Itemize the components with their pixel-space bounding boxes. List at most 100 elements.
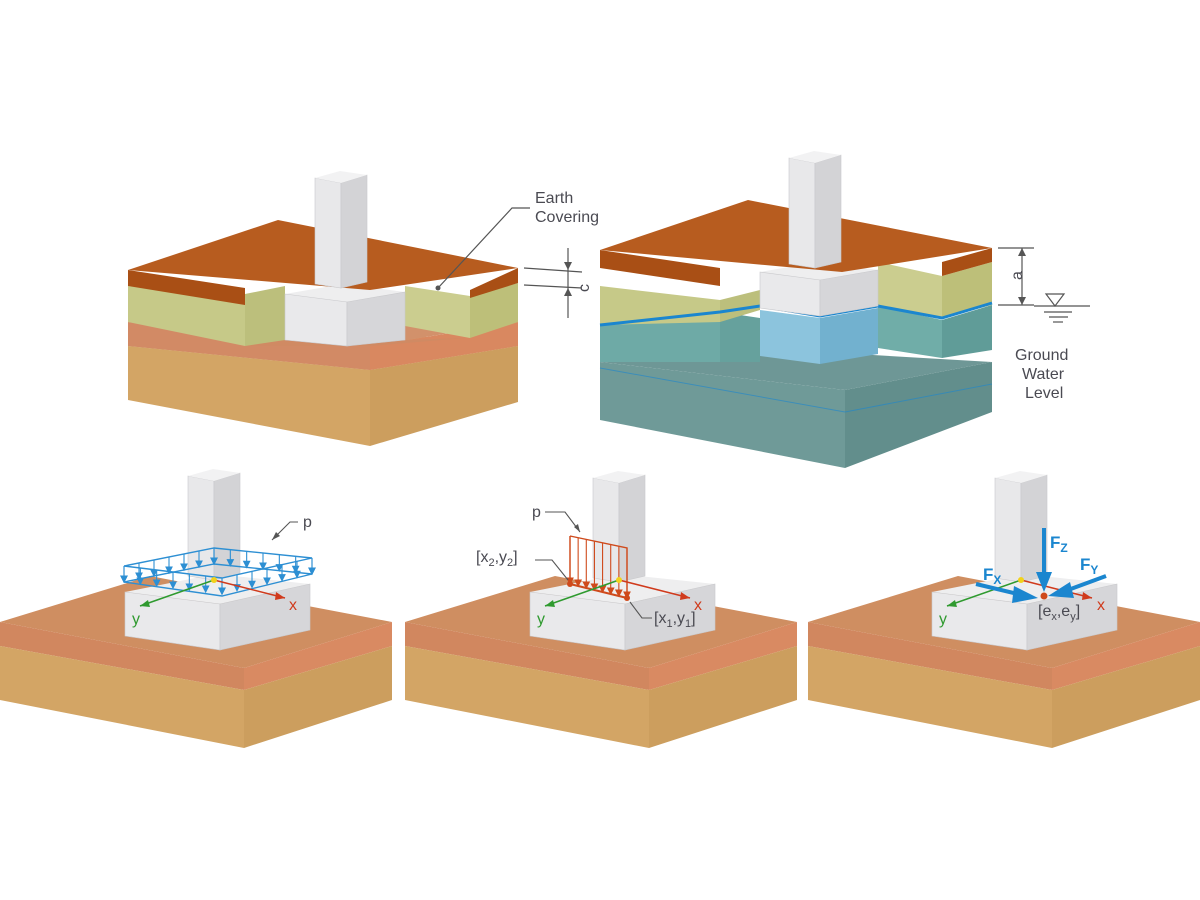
soil-yellow-right: [942, 262, 992, 318]
uniform-load-arrow-head: [263, 577, 271, 586]
column-side: [340, 174, 368, 289]
x-axis-arrow-3: [1082, 592, 1092, 600]
uniform-load-arrow-head: [210, 557, 218, 566]
eccentricity-point: [1040, 592, 1048, 600]
soil-yellow-cut: [720, 290, 760, 322]
water-mid-back: [720, 312, 760, 362]
uniform-load-arrow-head: [259, 562, 267, 571]
y-label-p1: y: [132, 611, 140, 628]
panel-linear-load: x y p [x2,y2] [x1,y1]: [405, 471, 797, 748]
fz-label: FZ: [1050, 533, 1068, 555]
x-axis-2: [618, 579, 691, 599]
dim-c-label: c: [576, 284, 593, 292]
footing-side-dry: [819, 269, 879, 317]
water-mid-front-right: [942, 305, 992, 358]
uniform-load-arrow-head: [180, 563, 188, 572]
gwl-label: Ground Water Level: [1015, 347, 1068, 402]
column-top-p2: [593, 471, 645, 483]
water-mid-front-left: [600, 312, 720, 362]
slab-orange-left-3: [808, 622, 1052, 690]
soil-tan-front-left: [128, 346, 370, 446]
slab-orange-right-2: [649, 622, 797, 690]
slab-orange-left-2: [405, 622, 649, 690]
footing-front: [284, 293, 348, 347]
eccentricity-label: [ex,ey]: [1038, 603, 1080, 623]
fx-label: FX: [983, 565, 1001, 587]
column-front-p2: [592, 477, 620, 583]
p-leader-p2: [545, 511, 581, 533]
uniform-load-arrow-head: [278, 574, 286, 582]
earth-cover-front-left: [128, 270, 245, 305]
dimension-c: c: [523, 248, 593, 318]
pt2-label: [x2,y2]: [476, 549, 518, 569]
leader-line: [437, 207, 530, 289]
linear-load-arrow-head: [590, 583, 599, 592]
soil-yellow-cut-side: [245, 286, 285, 346]
slab-tan-left-3: [808, 646, 1052, 748]
uniform-load-arrow-head: [242, 560, 251, 569]
footing-front-dry: [759, 271, 821, 317]
slab-tan-left-2: [405, 646, 649, 748]
earth-cover-right-2: [942, 248, 992, 276]
slab-tan-right-2: [649, 646, 797, 748]
slab-tan-left: [0, 646, 244, 748]
panel-forces: x y FZ FX FY [ex,ey]: [808, 471, 1200, 748]
soil-yellow-back-right: [878, 262, 942, 318]
column-top: [315, 171, 367, 183]
force-fy: [1067, 574, 1107, 592]
gwl-label-3: Level: [1025, 385, 1063, 402]
column-side-2: [814, 154, 842, 269]
force-fz-head: [1036, 572, 1052, 592]
x-label-p1: x: [289, 597, 297, 614]
origin-dot-2: [616, 577, 622, 583]
footing-top-p3: [932, 574, 1117, 604]
y-label-p2: y: [537, 611, 545, 628]
earth-covering-label-2: Covering: [535, 209, 599, 226]
column-front-2: [788, 157, 816, 269]
uniform-load-arrow-head: [169, 581, 177, 590]
dimension-a: a: [998, 247, 1034, 306]
uniform-load-arrow-head: [185, 583, 194, 592]
soil-yellow-front-left: [128, 286, 245, 346]
gwl-label-1: Ground: [1015, 347, 1068, 364]
uniform-load-arrow-head: [275, 564, 284, 572]
uniform-load-arrow-head: [293, 570, 301, 579]
earth-covering-callout: Earth Covering: [435, 190, 599, 291]
footing-side-p3: [1026, 583, 1118, 651]
block-groundwater: [599, 151, 993, 468]
linear-load-arrow-head: [582, 581, 591, 590]
block-earth-covering: [128, 171, 518, 446]
fy-label: FY: [1080, 555, 1098, 577]
leader-dot: [435, 285, 441, 291]
water-deep-front-right: [845, 362, 992, 468]
ground-water-symbol: [1034, 293, 1090, 323]
y-axis-2: [544, 579, 620, 607]
linear-load-arrow-head: [606, 587, 615, 596]
y-label-p3: y: [939, 611, 947, 628]
linear-load-arrow-head: [614, 589, 623, 598]
footing-side-wet: [820, 308, 878, 364]
column-top-2: [789, 151, 841, 163]
footing-side-p2: [624, 583, 716, 651]
earth-covering-label-1: Earth: [535, 190, 573, 207]
dim-a-label: a: [1009, 271, 1026, 280]
panel-uniform-load: x y p: [0, 469, 392, 748]
force-fx-head: [1012, 586, 1038, 603]
gwl-label-2: Water: [1022, 366, 1065, 383]
x-label-p2: x: [694, 597, 702, 614]
uniform-load-arrow-head: [195, 560, 203, 569]
water-deep-front-left: [600, 362, 845, 468]
p-label-p2: p: [532, 504, 541, 521]
column-front-p3: [994, 477, 1022, 583]
force-fy-head: [1048, 582, 1074, 598]
slab-orange-left: [0, 622, 244, 690]
y-axis-3: [946, 579, 1022, 607]
pt2-leader: [535, 559, 569, 581]
x-axis: [213, 579, 286, 599]
pt1-leader: [629, 601, 652, 619]
uniform-load-arrow-head: [248, 580, 256, 589]
uniform-load-arrow-head: [136, 577, 145, 586]
origin-dot: [211, 577, 217, 583]
y-axis-arrow: [140, 600, 150, 607]
